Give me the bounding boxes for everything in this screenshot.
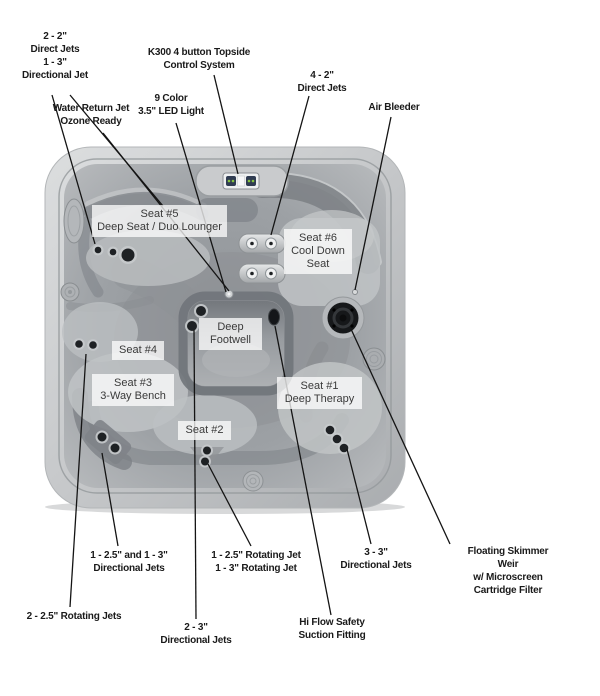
label-seat1: Seat #1 Deep Therapy — [277, 377, 362, 409]
label-seat5: Seat #5 Deep Seat / Duo Lounger — [92, 205, 227, 237]
callout-direct-jets-right: 4 - 2" Direct Jets — [297, 70, 347, 94]
callout-directional-jets-right: 3 - 3" Directional Jets — [340, 547, 412, 571]
skimmer-filter-cap[interactable] — [321, 296, 365, 340]
seat4-rotating-jets — [73, 338, 99, 351]
leader-directional-jets-bottom — [193, 329, 197, 620]
callout-rotating-jets-left: 2 - 2.5" Rotating Jets — [26, 611, 122, 622]
label-footwell: Deep Footwell — [199, 318, 262, 350]
callout-skimmer-filter: Floating Skimmer Weir w/ Microscreen Car… — [467, 546, 549, 596]
seat2-rotating-jets — [190, 444, 224, 468]
callout-suction-fitting: Hi Flow Safety Suction Fitting — [298, 617, 366, 641]
callout-led-light: 9 Color 3.5" LED Light — [138, 93, 204, 117]
diverter-knob[interactable] — [63, 198, 85, 244]
panel-buttons-right[interactable] — [246, 176, 256, 186]
callout-water-return: Water Return Jet Ozone Ready — [52, 103, 130, 127]
floor-drain — [242, 470, 264, 492]
seat6-direct-jets — [238, 233, 286, 284]
topside-control-panel[interactable] — [195, 165, 289, 197]
callout-jets-top-left: 2 - 2" Direct Jets 1 - 3" Directional Je… — [22, 31, 88, 81]
callout-control-system: K300 4 button Topside Control System — [147, 47, 251, 71]
corner-directional-jets — [84, 419, 132, 465]
air-bleeder-fitting — [352, 289, 358, 295]
water-return-fitting — [60, 282, 80, 302]
leader-direct-jets-right — [270, 95, 310, 236]
callout-directional-jets-bottom: 2 - 3" Directional Jets — [160, 622, 232, 646]
callout-rotating-jets-mid: 1 - 2.5" Rotating Jet 1 - 3" Rotating Je… — [211, 550, 301, 574]
leader-skimmer-filter — [350, 328, 451, 545]
panel-display — [237, 175, 245, 187]
leader-directional-jets-right — [346, 448, 372, 545]
label-seat6: Seat #6 Cool Down Seat — [284, 229, 352, 274]
label-seat2: Seat #2 — [178, 421, 231, 440]
leader-jets-top-left-a — [51, 94, 96, 245]
footwell-directional-jets — [185, 304, 208, 333]
leader-control-system — [213, 74, 239, 175]
leader-rotating-jets-mid — [207, 463, 252, 547]
leader-rotating-jets-left — [69, 353, 87, 608]
seat1-jets — [323, 423, 351, 455]
leader-air-bleeder — [354, 116, 392, 291]
callout-directional-jets-left: 1 - 2.5" and 1 - 3" Directional Jets — [90, 550, 168, 574]
label-seat4: Seat #4 — [112, 341, 164, 360]
label-seat3: Seat #3 3-Way Bench — [92, 374, 174, 406]
leader-directional-jets-left — [101, 452, 119, 547]
tub-rim — [58, 158, 392, 494]
callout-air-bleeder: Air Bleeder — [368, 102, 420, 113]
panel-buttons-left[interactable] — [226, 176, 236, 186]
suction-fitting — [268, 308, 280, 326]
speaker-fixture — [362, 347, 386, 371]
leader-suction-fitting — [274, 325, 332, 616]
lounger-jets — [92, 244, 137, 264]
led-light — [224, 289, 234, 299]
